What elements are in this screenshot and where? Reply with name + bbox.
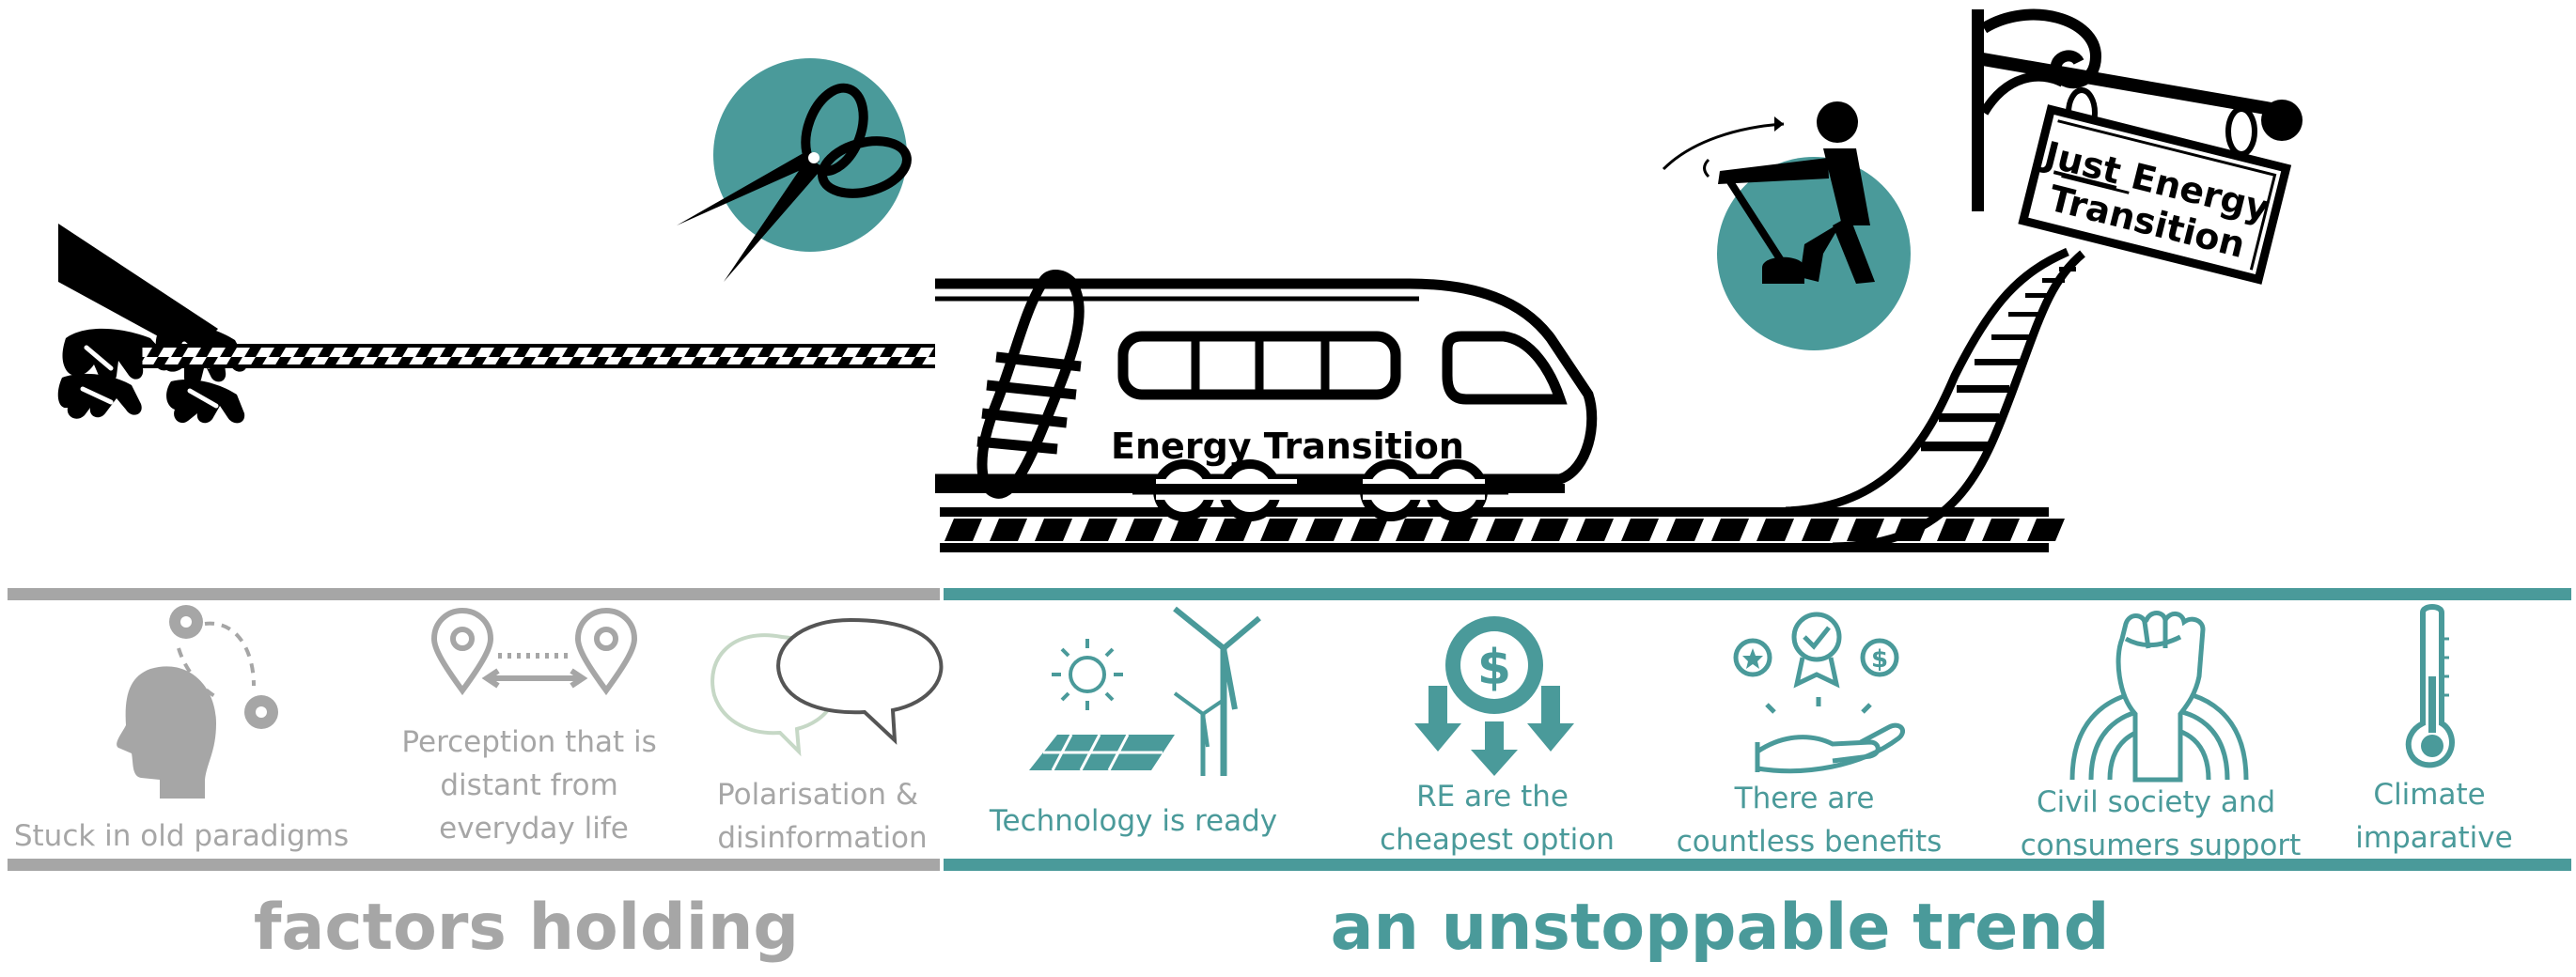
map-pins-icon bbox=[430, 607, 638, 696]
head-gears-icon bbox=[117, 605, 278, 799]
track-sleeper bbox=[2027, 519, 2065, 541]
trend-label-benefits: There are countless benefits bbox=[1677, 782, 1943, 859]
track-sleeper bbox=[1847, 519, 1884, 541]
train-label: Energy Transition bbox=[1111, 426, 1464, 467]
track-sleeper bbox=[1170, 519, 1208, 541]
holding-labels: Stuck in old paradigms Perception that i… bbox=[14, 725, 928, 855]
benefits-hand-icon: $ bbox=[1733, 612, 1905, 774]
rope-icon bbox=[139, 344, 979, 368]
track-sleeper bbox=[1991, 334, 2031, 340]
track-sleeper bbox=[1080, 519, 1117, 541]
trend-heading: an unstoppable trend bbox=[1331, 891, 2110, 965]
track-sleeper bbox=[1711, 519, 1749, 541]
track-sleeper bbox=[1975, 359, 2020, 365]
trend-labels: Technology is ready RE are the cheapest … bbox=[989, 778, 2513, 862]
holding-label-paradigms: Stuck in old paradigms bbox=[14, 819, 349, 853]
trend-label-technology: Technology is ready bbox=[989, 804, 1277, 838]
track-sleeper bbox=[945, 519, 982, 541]
track-sleeper bbox=[1802, 519, 1839, 541]
trend-label-civil: Civil society and consumers support bbox=[2021, 785, 2302, 862]
track-sleeper bbox=[2008, 312, 2042, 318]
holding-top-bar bbox=[8, 588, 940, 600]
holding-heading: factors holding bbox=[254, 891, 799, 965]
track-sleeper bbox=[1350, 519, 1388, 541]
track-sleeper bbox=[990, 519, 1027, 541]
track-sleeper bbox=[2025, 293, 2053, 298]
lever-person-icon bbox=[1662, 101, 1911, 350]
track-sleeper bbox=[1666, 519, 1704, 541]
track-sleeper bbox=[1939, 413, 1999, 423]
scissors-icon bbox=[677, 58, 912, 282]
track-sleeper bbox=[1125, 519, 1163, 541]
solar-wind-icon bbox=[1029, 606, 1261, 776]
hands-pulling-icon bbox=[57, 224, 247, 424]
holding-label-polarisation: Polarisation & disinformation bbox=[717, 778, 928, 855]
track-sleeper bbox=[1921, 442, 1989, 452]
raised-fist-icon bbox=[2069, 611, 2249, 783]
track-sleeper bbox=[1215, 519, 1253, 541]
track-sleeper bbox=[1035, 519, 1072, 541]
track-sleeper bbox=[1260, 519, 1298, 541]
track-sleeper bbox=[1621, 519, 1659, 541]
train-icon: Energy Transition bbox=[935, 278, 1598, 521]
svg-text:$: $ bbox=[1477, 640, 1511, 696]
track-sleeper bbox=[1396, 519, 1433, 541]
track-sleeper bbox=[1486, 519, 1523, 541]
track-sleeper bbox=[1756, 519, 1794, 541]
railway-track-icon bbox=[940, 247, 2085, 552]
rope-coil-icon bbox=[976, 270, 1085, 499]
trend-label-climate: Climate imparative bbox=[2355, 778, 2512, 855]
hanging-sign-icon: Just Energy Transition bbox=[1972, 8, 2303, 285]
track-sleeper bbox=[1305, 519, 1343, 541]
section-bars bbox=[8, 588, 2571, 871]
track-sleeper bbox=[2059, 267, 2076, 271]
speech-bubbles-icon bbox=[710, 617, 944, 757]
track-sleeper bbox=[1576, 519, 1614, 541]
track-sleeper bbox=[1957, 385, 2009, 393]
holding-label-perception: Perception that is distant from everyday… bbox=[401, 725, 665, 845]
track-sleeper bbox=[2042, 278, 2065, 283]
track-sleeper bbox=[1441, 519, 1478, 541]
holding-bottom-bar bbox=[8, 859, 940, 871]
track-sleeper bbox=[1531, 519, 1569, 541]
svg-text:$: $ bbox=[1871, 645, 1888, 674]
trend-label-cheapest: RE are the cheapest option bbox=[1380, 780, 1615, 857]
trend-top-bar bbox=[944, 588, 2571, 600]
trend-bottom-bar bbox=[944, 859, 2571, 871]
track-sleeper bbox=[1937, 519, 1975, 541]
thermometer-icon bbox=[2405, 604, 2455, 768]
money-arrows-icon: $ bbox=[1414, 616, 1574, 776]
track-sleeper bbox=[1982, 519, 2020, 541]
